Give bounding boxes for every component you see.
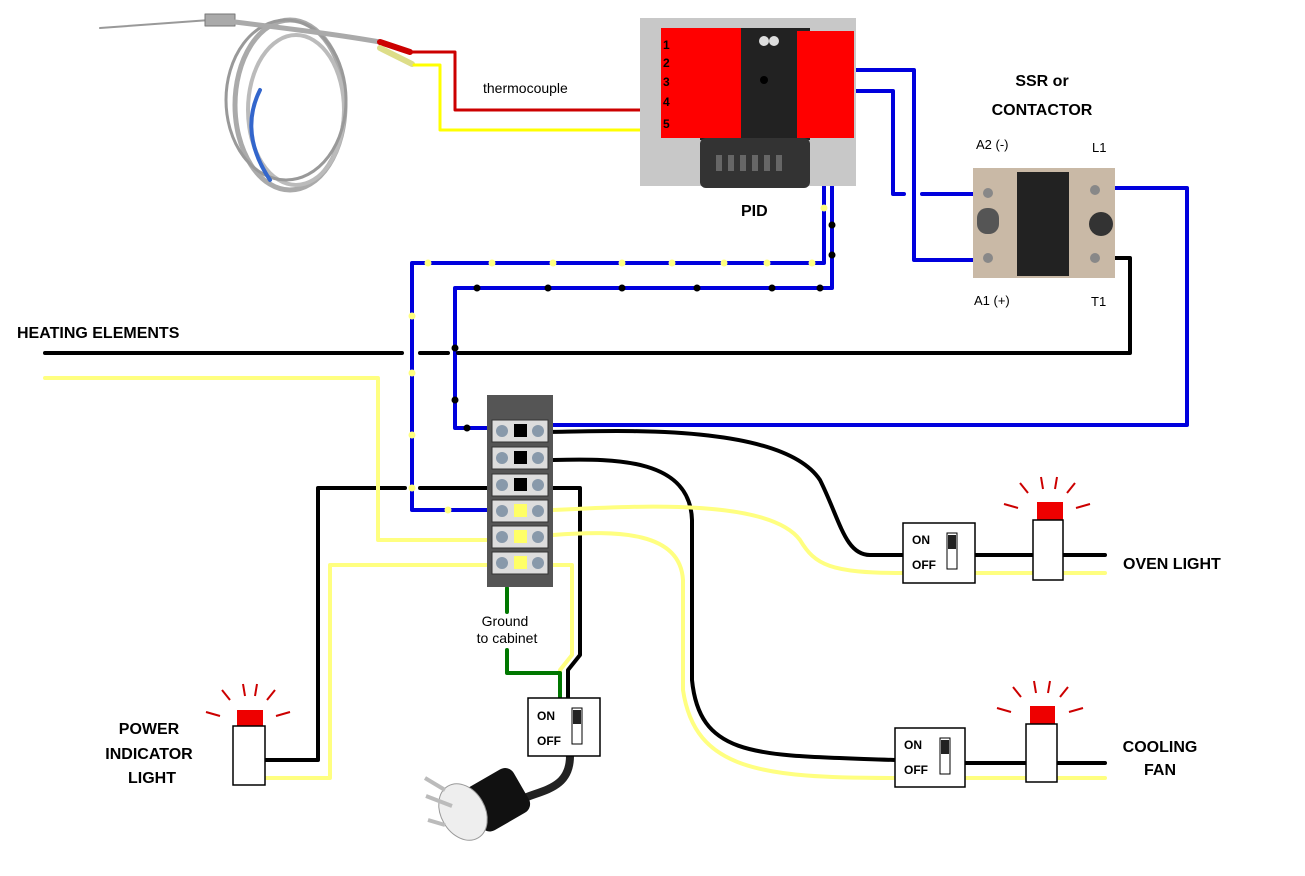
l1-label: L1 — [1092, 140, 1106, 155]
cooling-fan-lamp — [996, 680, 1084, 783]
oven-light-switch[interactable] — [902, 522, 976, 584]
power-switch-on: ON — [537, 709, 555, 723]
power-indicator-label-line3: LIGHT — [128, 770, 176, 787]
cooling-fan-switch[interactable] — [894, 727, 966, 788]
ground-label-line2: to cabinet — [477, 630, 538, 646]
heating-elements-label: HEATING ELEMENTS — [17, 325, 180, 342]
cooling-fan-label-line1: COOLING — [1123, 739, 1198, 756]
pid-terminal-3: 3 — [663, 75, 670, 89]
thermocouple-yellow-wire — [412, 63, 664, 132]
thermocouple-red-wire — [408, 50, 664, 112]
power-plug — [423, 768, 531, 841]
ground-wire — [505, 586, 562, 702]
oven-switch-on: ON — [912, 533, 930, 547]
pid-controller — [640, 18, 856, 188]
pid-terminal-1: 1 — [663, 38, 670, 52]
thermocouple-label: thermocouple — [483, 80, 568, 96]
ssr-relay — [973, 168, 1115, 278]
oven-switch-off: OFF — [912, 558, 936, 572]
power-indicator-lamp — [205, 683, 291, 786]
ssr-label-line2: CONTACTOR — [992, 102, 1093, 119]
a2-label: A2 (-) — [976, 137, 1009, 152]
power-switch[interactable] — [527, 697, 601, 757]
fan-switch-on: ON — [904, 738, 922, 752]
hot-wires — [43, 256, 1132, 765]
ground-label-line1: Ground — [482, 613, 529, 629]
cooling-fan-label-line2: FAN — [1144, 762, 1176, 779]
plug-cable — [516, 752, 574, 804]
pid-terminal-2: 2 — [663, 56, 670, 70]
oven-light-label: OVEN LIGHT — [1123, 556, 1221, 573]
terminal-block — [487, 395, 553, 587]
power-switch-off: OFF — [537, 734, 561, 748]
junction-dots — [408, 204, 836, 514]
oven-light-lamp — [1003, 476, 1091, 581]
pid-terminal-4: 4 — [663, 95, 670, 109]
pid-terminal-5: 5 — [663, 117, 670, 131]
thermocouple-probe — [99, 13, 415, 193]
fan-switch-off: OFF — [904, 763, 928, 777]
t1-label: T1 — [1091, 294, 1106, 309]
pid-label: PID — [741, 203, 768, 220]
power-indicator-label-line2: INDICATOR — [105, 746, 193, 763]
power-indicator-label-line1: POWER — [119, 721, 180, 738]
a1-label: A1 (+) — [974, 293, 1010, 308]
ssr-label-line1: SSR or — [1015, 73, 1068, 90]
